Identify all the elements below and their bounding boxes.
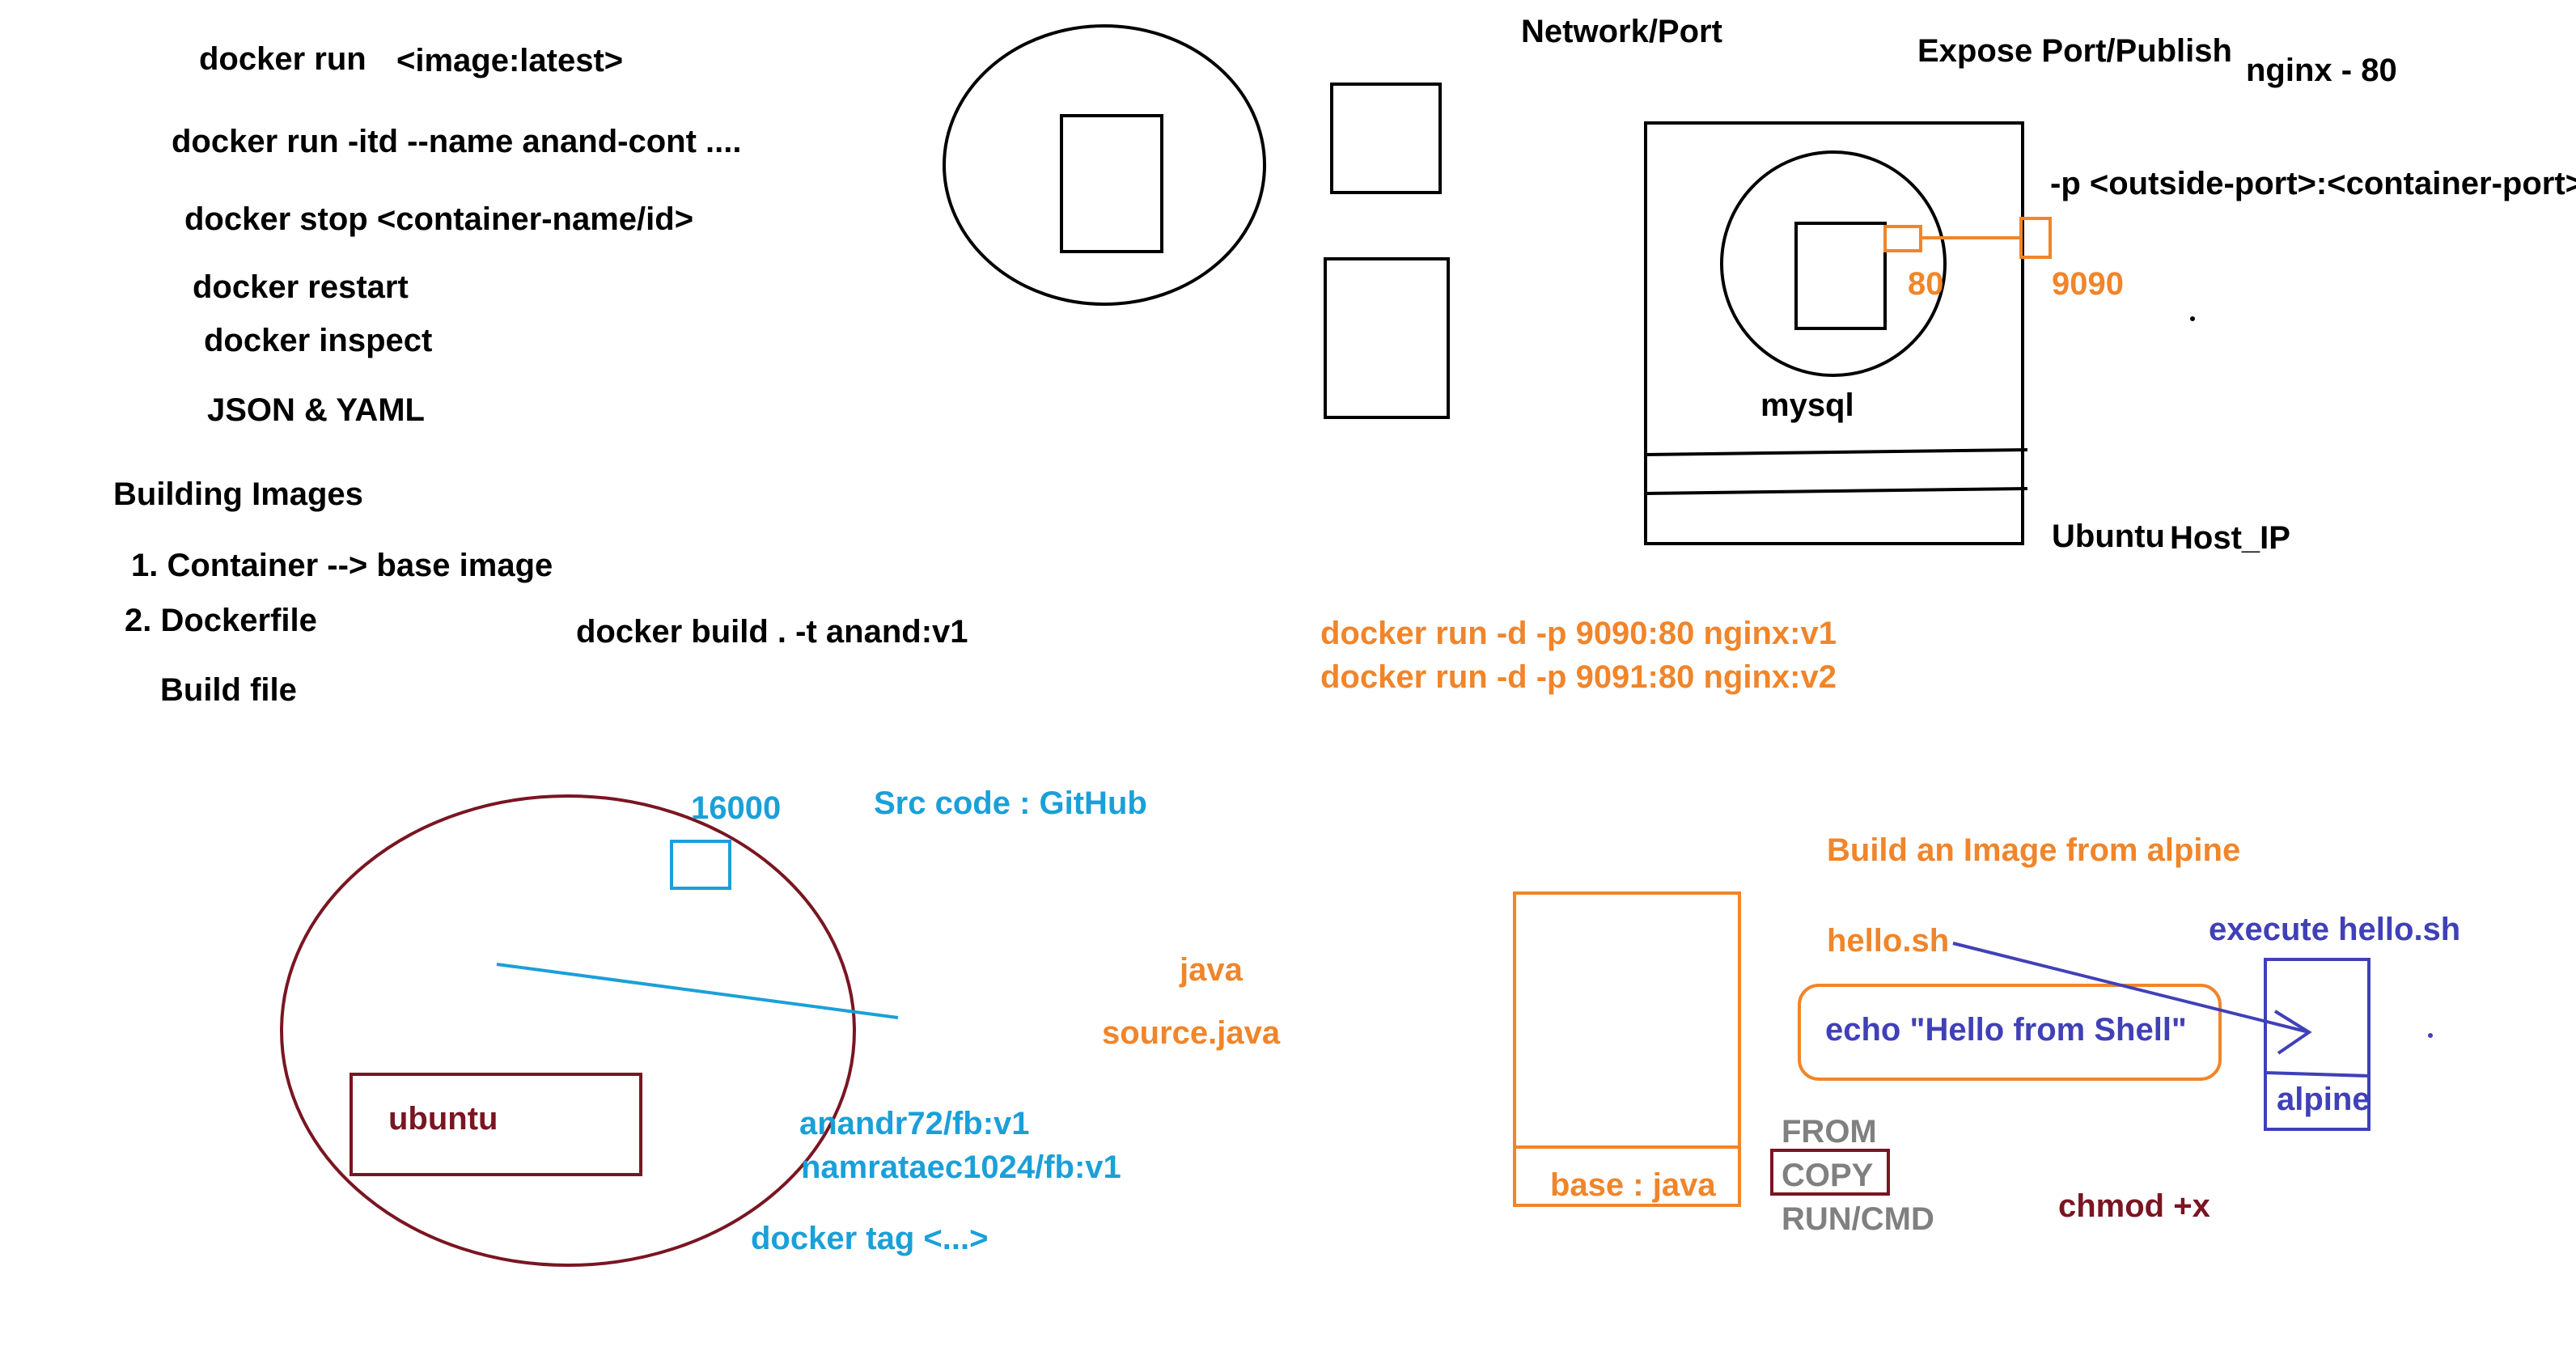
echo-script-box <box>1798 984 2222 1081</box>
cmd-docker-inspect: docker inspect <box>204 323 432 358</box>
source-java-label: source.java <box>1102 1015 1281 1051</box>
base-layer-label: base : java <box>1550 1167 1716 1203</box>
cmd-docker-stop: docker stop <container-name/id> <box>184 201 693 237</box>
copy-instruction: COPY <box>1782 1158 1874 1193</box>
copy-highlight-box <box>1770 1149 1890 1196</box>
host-ellipse <box>280 794 856 1267</box>
small-box-bottom <box>1324 257 1450 419</box>
from-instruction: FROM <box>1782 1114 1877 1150</box>
alpine-label: alpine <box>2277 1082 2371 1117</box>
container-port-label: 80 <box>1908 266 1944 302</box>
connection-line <box>496 963 899 1019</box>
stray-dot-2 <box>2428 1033 2433 1038</box>
small-box-top <box>1330 83 1442 194</box>
alpine-container-box <box>2264 958 2371 1131</box>
building-item-dockerfile: 2. Dockerfile <box>125 603 317 638</box>
host-port-label: 9090 <box>2052 266 2124 302</box>
cmd-docker-run-arg: <image:latest> <box>396 43 623 78</box>
build-file-label: Build file <box>160 672 297 708</box>
nginx-port-label: nginx - 80 <box>2246 53 2397 88</box>
building-images-title: Building Images <box>113 476 363 512</box>
container-port-box <box>1883 225 1922 252</box>
echo-script-label: echo "Hello from Shell" <box>1825 1012 2187 1048</box>
repo-namrataec1024-label: namrataec1024/fb:v1 <box>801 1150 1121 1185</box>
copy-arrow-head <box>2273 1010 2312 1055</box>
command-list: docker run <image:latest> docker run -it… <box>172 41 742 428</box>
building-images: Building Images 1. Container --> base im… <box>113 476 968 708</box>
repo-anandr72-label: anandr72/fb:v1 <box>799 1106 1030 1141</box>
alpine-divider <box>2265 1071 2370 1078</box>
ubuntu-label: ubuntu <box>388 1101 498 1137</box>
container-sketch <box>943 24 1450 419</box>
docker-tag-cmd: docker tag <...> <box>751 1221 988 1256</box>
image-sharing-sketch: ubuntu 16000 Src code : GitHub java sour… <box>280 785 1281 1267</box>
network-port-diagram: Network/Port Expose Port/Publish nginx -… <box>1320 14 2576 695</box>
host-box <box>1644 121 2024 545</box>
publish-syntax-label: -p <outside-port>:<container-port> <box>2050 166 2576 201</box>
exposed-port-box <box>670 840 731 890</box>
cmd-docker-run-itd: docker run -itd --name anand-cont .... <box>172 124 742 159</box>
nginx-run-v1-cmd: docker run -d -p 9090:80 nginx:v1 <box>1320 616 1837 651</box>
src-code-label: Src code : GitHub <box>874 785 1147 821</box>
expose-port-label: Expose Port/Publish <box>1917 33 2232 69</box>
network-port-title: Network/Port <box>1521 14 1722 49</box>
host-port-box <box>2019 217 2052 259</box>
container-ellipse <box>943 24 1266 306</box>
container-circle <box>1720 150 1947 377</box>
java-label: java <box>1179 952 1244 988</box>
building-item-container: 1. Container --> base image <box>131 548 553 583</box>
run-cmd-instruction: RUN/CMD <box>1782 1201 1934 1237</box>
formats-label: JSON & YAML <box>207 392 425 428</box>
nginx-run-v2-cmd: docker run -d -p 9091:80 nginx:v2 <box>1320 659 1837 695</box>
container-process-box <box>1794 222 1887 330</box>
cmd-docker-run: docker run <box>199 41 366 77</box>
stray-dot-1 <box>2190 316 2195 321</box>
alpine-build-diagram: Build an Image from alpine base : java F… <box>1513 832 2460 1237</box>
host-ip-label: Host_IP <box>2170 520 2290 556</box>
host-layer-line-2 <box>1645 487 2028 495</box>
host-layer-line-1 <box>1645 448 2028 456</box>
image-layers-box <box>1513 891 1741 1207</box>
container-rect <box>1060 114 1163 253</box>
execute-hello-label: execute hello.sh <box>2209 912 2460 947</box>
ubuntu-container-box <box>350 1073 642 1176</box>
alpine-build-title: Build an Image from alpine <box>1827 832 2240 868</box>
host-os-label: Ubuntu <box>2052 519 2165 554</box>
container-name-label: mysql <box>1760 387 1854 423</box>
exposed-port-label: 16000 <box>691 790 781 826</box>
chmod-cmd: chmod +x <box>2058 1188 2210 1224</box>
hello-sh-label: hello.sh <box>1827 923 1949 959</box>
docker-build-cmd: docker build . -t anand:v1 <box>576 614 968 650</box>
copy-arrow-line <box>1952 942 2310 1034</box>
cmd-docker-restart: docker restart <box>193 269 409 305</box>
